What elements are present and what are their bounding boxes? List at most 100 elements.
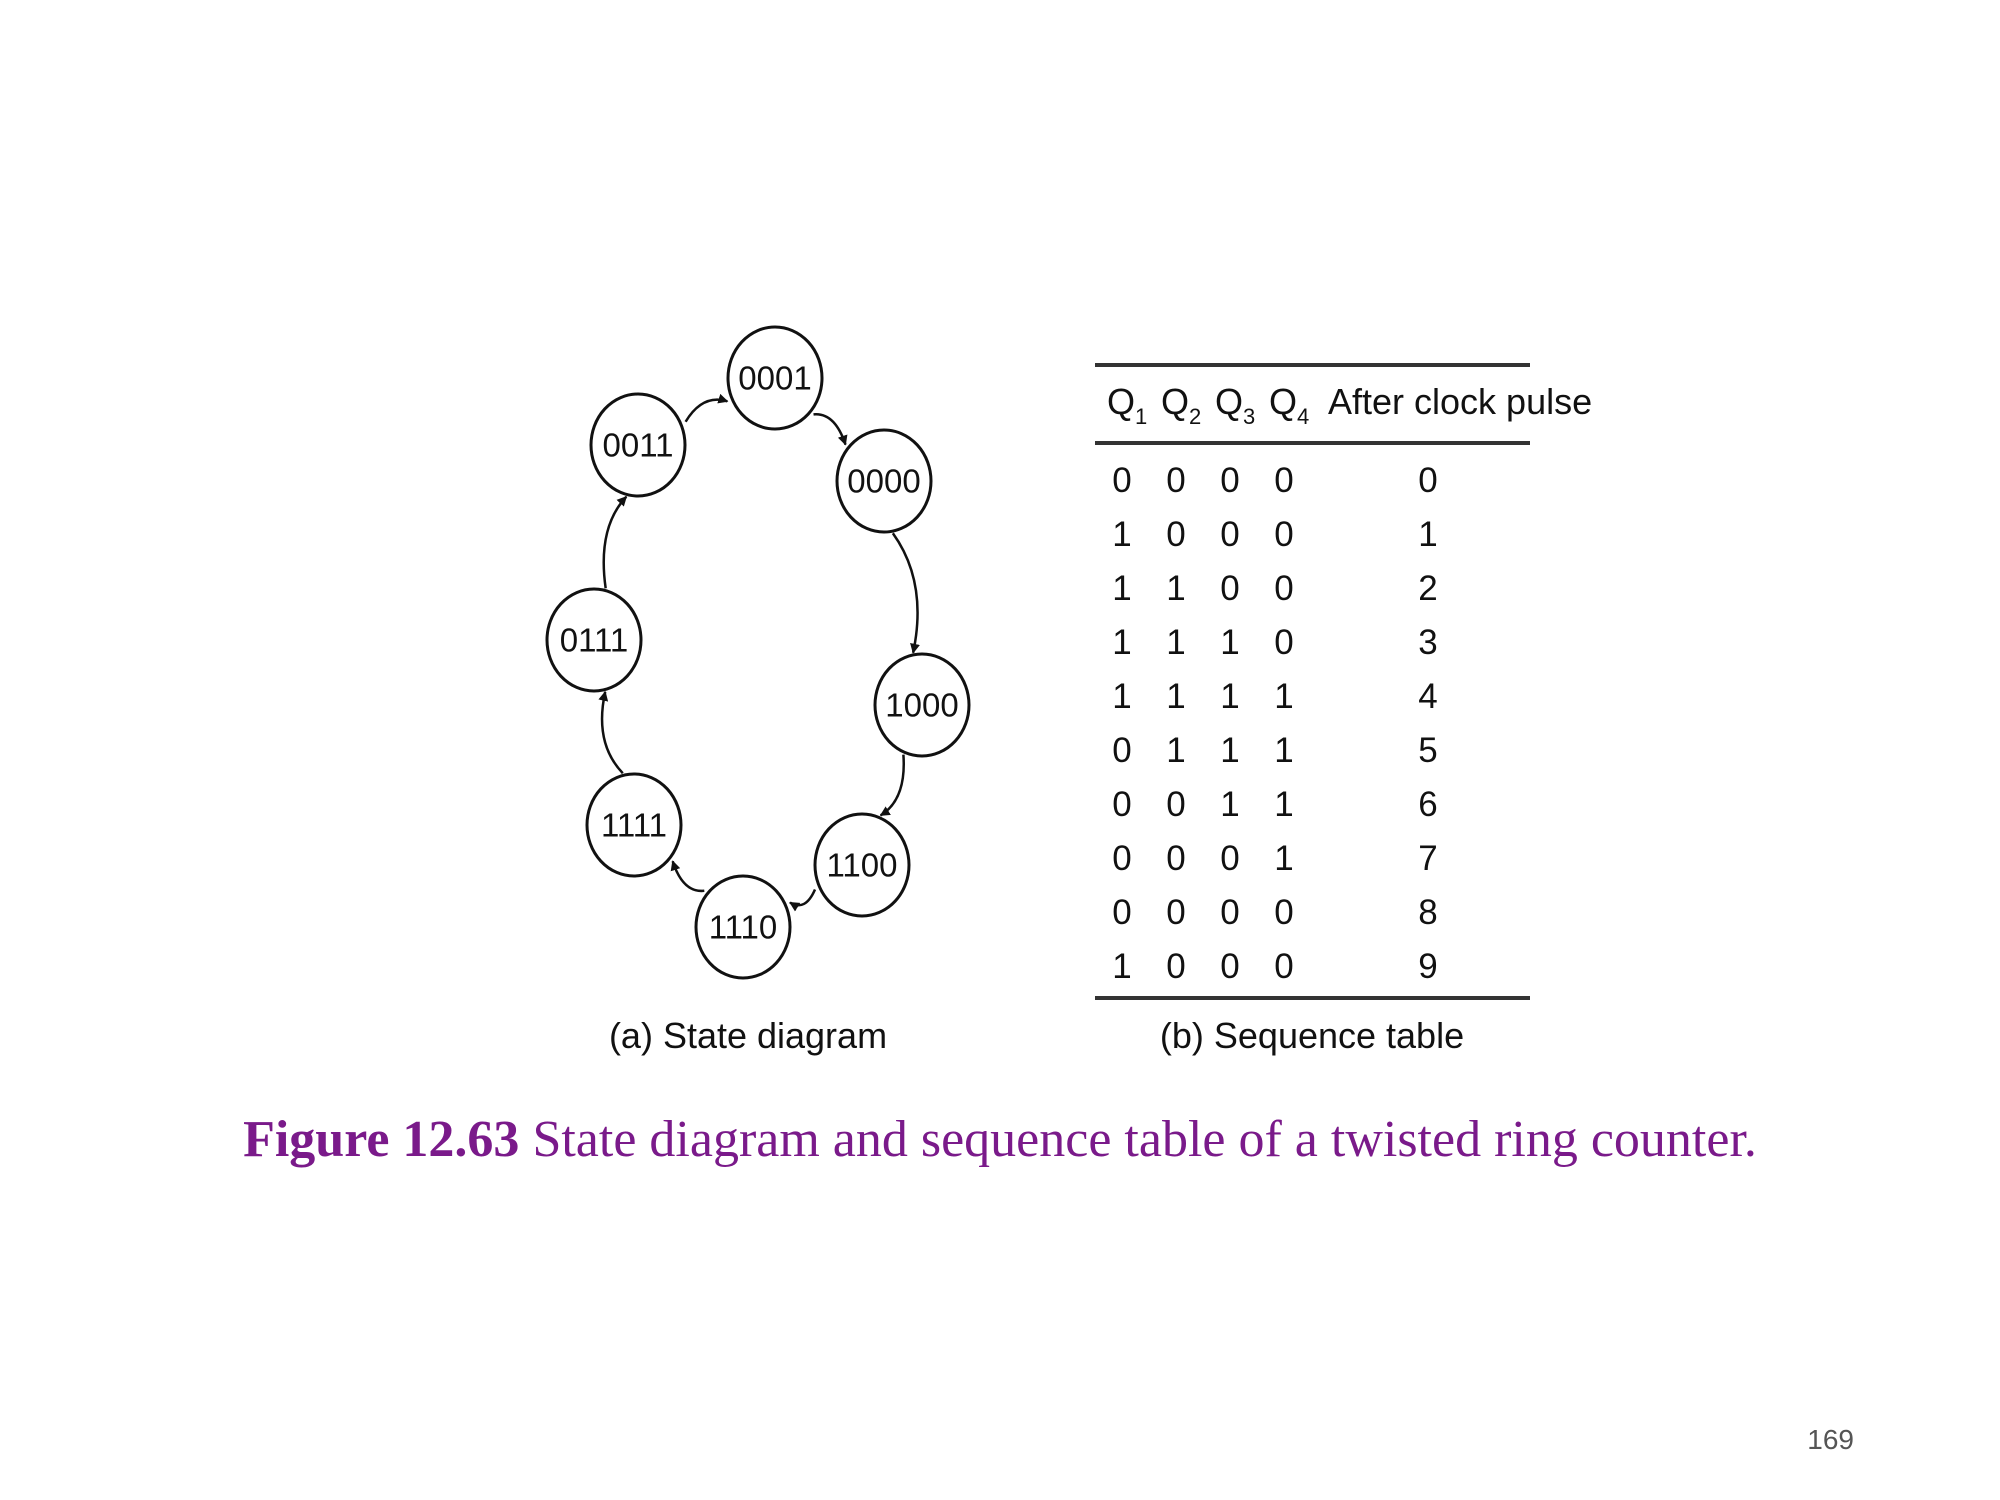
table-cell-pulse: 5 <box>1418 731 1437 770</box>
state-circle <box>813 812 911 918</box>
table-cell-q2: 1 <box>1166 623 1185 662</box>
table-cell-pulse: 3 <box>1418 623 1437 662</box>
table-cell-q2: 1 <box>1166 677 1185 716</box>
state-node: 0001 <box>726 325 824 431</box>
transition-arrow <box>813 413 848 446</box>
transition-arrow <box>891 532 920 654</box>
table-cell-q1: 0 <box>1112 731 1131 770</box>
transition-arrow <box>684 393 729 423</box>
column-header-q1: Q1 <box>1107 381 1147 429</box>
state-node: 1100 <box>813 812 911 918</box>
table-cell-q3: 0 <box>1220 569 1239 608</box>
table-cell-q1: 0 <box>1112 461 1131 500</box>
state-diagram-caption: (a) State diagram <box>609 1015 887 1056</box>
sequence-table-caption: (b) Sequence table <box>1160 1015 1464 1056</box>
state-label: 1110 <box>709 909 778 946</box>
table-cell-q3: 0 <box>1220 947 1239 986</box>
table-cell-q4: 1 <box>1274 839 1293 878</box>
figure-caption-text: State diagram and sequence table of a tw… <box>519 1111 1757 1168</box>
state-label: 0011 <box>603 427 674 464</box>
table-cell-q2: 0 <box>1166 947 1185 986</box>
page-number: 169 <box>1807 1424 1854 1455</box>
table-cell-pulse: 1 <box>1418 515 1437 554</box>
table-cell-q2: 0 <box>1166 893 1185 932</box>
table-cell-q4: 0 <box>1274 515 1293 554</box>
table-cell-q1: 0 <box>1112 785 1131 824</box>
transition-arrow <box>602 495 628 589</box>
state-node: 1111 <box>585 772 683 878</box>
table-cell-pulse: 9 <box>1418 947 1437 986</box>
table-cell-q2: 1 <box>1166 569 1185 608</box>
state-circle <box>835 428 933 534</box>
state-label: 0000 <box>847 463 920 500</box>
table-cell-q2: 0 <box>1166 515 1185 554</box>
table-cell-q4: 0 <box>1274 569 1293 608</box>
state-label: 1000 <box>885 687 958 724</box>
state-circle <box>585 772 683 878</box>
table-cell-q1: 0 <box>1112 839 1131 878</box>
table-cell-q2: 0 <box>1166 839 1185 878</box>
table-cell-q2: 0 <box>1166 461 1185 500</box>
column-header-q4: Q4 <box>1269 381 1309 429</box>
transition-arcs <box>598 393 920 912</box>
table-cell-q1: 1 <box>1112 623 1131 662</box>
table-cell-q3: 0 <box>1220 839 1239 878</box>
state-diagram: 0001 0000 1000 1100 1110 1111 0111 0011 (a) Sta… <box>545 325 971 1056</box>
table-cell-pulse: 0 <box>1418 461 1437 500</box>
state-node: 1000 <box>873 652 971 758</box>
table-cell-q1: 1 <box>1112 515 1131 554</box>
table-header: Q1 Q2 Q3 Q4 After clock pulse <box>1107 381 1592 429</box>
table-cell-q3: 1 <box>1220 623 1239 662</box>
state-label: 0111 <box>560 622 629 659</box>
table-cell-q3: 1 <box>1220 785 1239 824</box>
transition-arrow <box>789 888 817 912</box>
state-node: 0111 <box>545 587 643 693</box>
transition-arrow <box>670 860 705 893</box>
table-cell-q4: 1 <box>1274 731 1293 770</box>
column-header-pulse: After clock pulse <box>1328 381 1592 422</box>
table-cell-q3: 0 <box>1220 893 1239 932</box>
table-cell-q4: 0 <box>1274 893 1293 932</box>
table-cell-pulse: 6 <box>1418 785 1437 824</box>
table-cell-pulse: 7 <box>1418 839 1437 878</box>
state-circle <box>694 874 792 980</box>
table-cell-q4: 0 <box>1274 947 1293 986</box>
state-circle <box>873 652 971 758</box>
state-node: 1110 <box>694 874 792 980</box>
figure-label: Figure 12.63 <box>243 1111 520 1168</box>
state-nodes: 0001 0000 1000 1100 1110 1111 0111 0011 <box>545 325 971 980</box>
column-header-q3: Q3 <box>1215 381 1255 429</box>
table-cell-q1: 1 <box>1112 677 1131 716</box>
table-cell-q3: 1 <box>1220 731 1239 770</box>
column-header-q2: Q2 <box>1161 381 1201 429</box>
state-circle <box>589 392 687 498</box>
table-cell-pulse: 8 <box>1418 893 1437 932</box>
table-cell-pulse: 4 <box>1418 677 1437 716</box>
table-cell-q4: 0 <box>1274 623 1293 662</box>
state-label: 1111 <box>601 807 667 844</box>
table-cell-q4: 0 <box>1274 461 1293 500</box>
table-cell-q1: 0 <box>1112 893 1131 932</box>
table-cell-q1: 1 <box>1112 947 1131 986</box>
table-cell-pulse: 2 <box>1418 569 1437 608</box>
state-label: 0001 <box>738 360 811 397</box>
state-circle <box>545 587 643 693</box>
state-circle <box>726 325 824 431</box>
state-node: 0011 <box>589 392 687 498</box>
table-cell-q2: 1 <box>1166 731 1185 770</box>
transition-arrow <box>598 690 624 775</box>
table-cell-q4: 1 <box>1274 785 1293 824</box>
